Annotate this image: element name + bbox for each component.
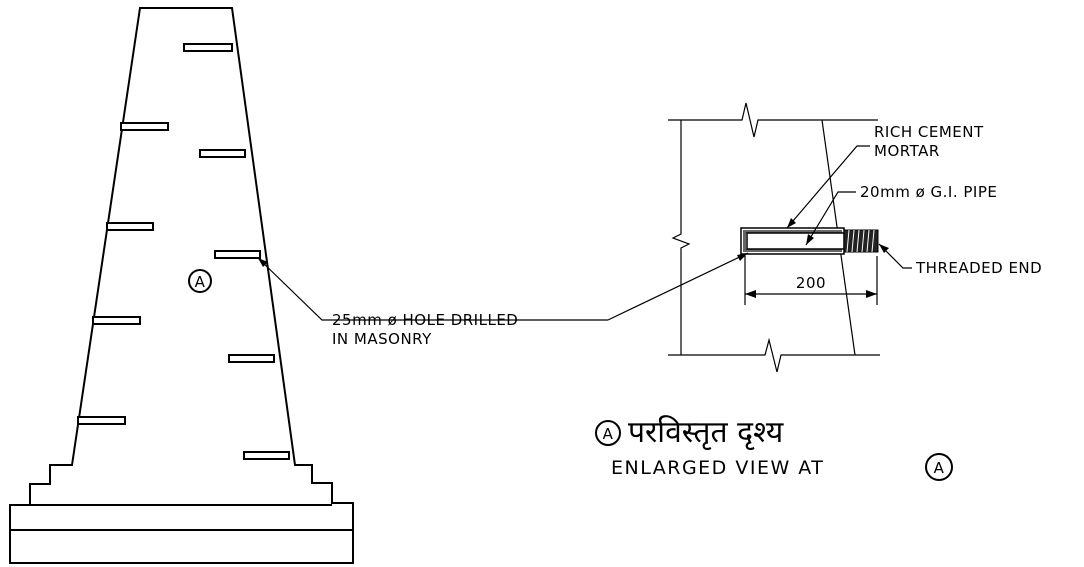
- weep-hole-slot: [228, 354, 275, 363]
- weep-hole-slot: [120, 122, 169, 131]
- detail-hole-arrowhead: [737, 253, 748, 261]
- dimension-arrow-left: [745, 290, 756, 298]
- wall-left-face: [671, 120, 691, 355]
- mortar-leader-arrowhead: [787, 218, 796, 228]
- title-marker-letter-hindi: A: [603, 425, 614, 443]
- hole-leader-arrowhead: [258, 258, 268, 267]
- hole-label-line2: IN MASONRY: [332, 330, 432, 348]
- title-marker-circle-hindi: [595, 420, 621, 446]
- section-marker-letter: A: [195, 273, 206, 291]
- pipe-leader-arrowhead: [806, 234, 814, 245]
- thread-label: THREADED END: [915, 259, 1042, 277]
- thread-lines: [846, 229, 875, 253]
- weep-hole-slot: [199, 149, 246, 158]
- pipe-leader-line: [805, 191, 856, 246]
- top-break-line: [668, 102, 878, 138]
- title-english: ENLARGED VIEW AT: [611, 457, 824, 479]
- weep-hole-slot: [183, 43, 233, 52]
- title-marker-letter-english: A: [934, 459, 945, 477]
- base-slab: [9, 529, 354, 564]
- wall-outline: [9, 7, 354, 531]
- section-marker-circle: [188, 269, 212, 293]
- pipe-label: 20mm ø G.I. PIPE: [860, 183, 997, 201]
- mortar-stipple: [743, 230, 842, 252]
- weep-hole-slot: [77, 416, 126, 425]
- title-hindi: परविस्तृत दृश्य: [628, 415, 784, 451]
- title-marker-circle-english: [925, 453, 953, 481]
- mortar-label-line2: MORTAR: [874, 142, 940, 160]
- thread-leader-line: [878, 243, 912, 269]
- mortar-leader-line: [786, 145, 870, 229]
- weep-hole-slot: [243, 451, 290, 460]
- weep-hole-slot: [92, 316, 141, 325]
- dimension-arrow-right: [866, 290, 877, 298]
- masonry-wall: A 25mm ø HOLE DRILLED IN MASONRY: [9, 7, 608, 564]
- weep-hole-slot: [214, 250, 261, 259]
- bottom-break-line: [668, 337, 880, 373]
- dimension-value: 200: [796, 274, 826, 292]
- thread-leader-arrowhead: [879, 244, 889, 253]
- detail-hole-leader: [607, 252, 749, 321]
- hole-leader-line: [257, 257, 608, 321]
- weep-hole-slot: [106, 222, 154, 231]
- enlarged-detail: 200 RICH CEMENT MORTAR 20mm ø G.I. PIPE …: [595, 102, 1042, 481]
- mortar-label-line1: RICH CEMENT: [874, 123, 984, 141]
- hole-label-line1: 25mm ø HOLE DRILLED: [332, 311, 518, 329]
- gi-pipe: [746, 232, 845, 250]
